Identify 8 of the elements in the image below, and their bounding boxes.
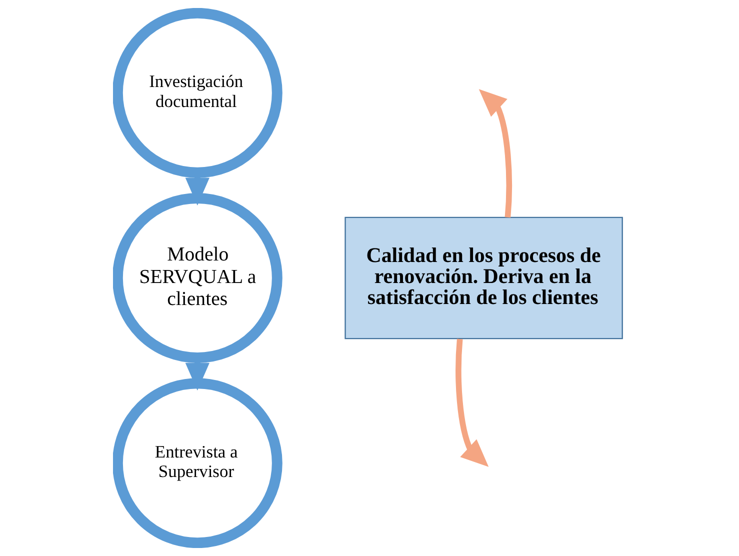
- node-circle: Modelo SERVQUAL a clientes: [112, 193, 282, 363]
- arrow: [478, 89, 512, 218]
- node-circle: Entrevista a Supervisor: [112, 378, 282, 548]
- arrow: [184, 178, 209, 206]
- node-box: Calidad en los procesos de renovación. Deriva en la satisfacción de los clientes: [344, 216, 622, 340]
- arrow: [455, 338, 488, 467]
- node-circle: Investigación documental: [112, 8, 282, 178]
- arrow: [184, 362, 209, 391]
